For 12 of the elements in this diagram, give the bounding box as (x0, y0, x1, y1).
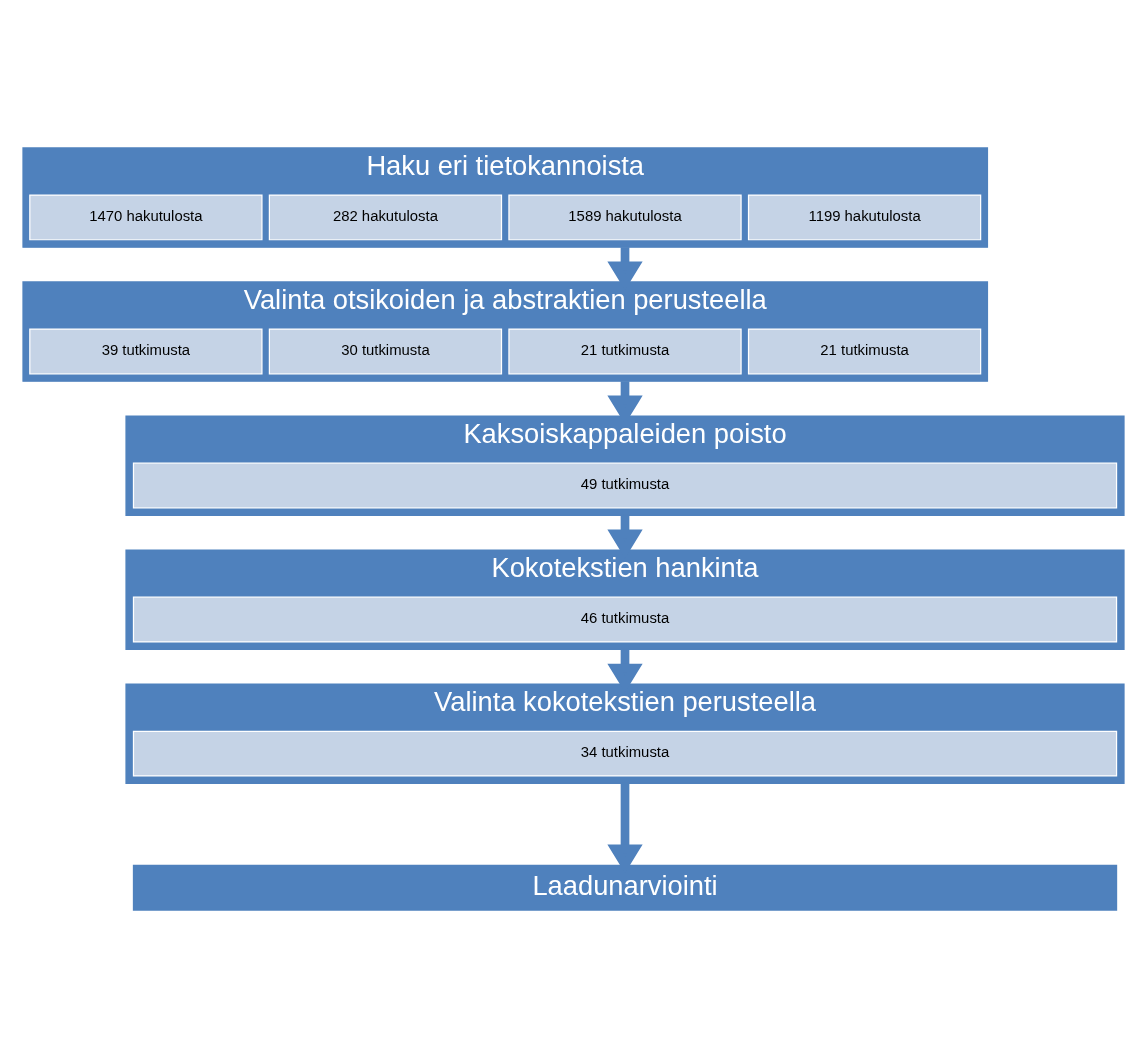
node-box: Laadunarviointi (132, 864, 1118, 911)
node-box: 1470 hakutulosta (29, 194, 263, 241)
node-box: 39 tutkimusta (29, 328, 263, 375)
node-box: 282 hakutulosta (268, 194, 503, 241)
node-box: 34 tutkimusta (132, 730, 1118, 777)
node-box: 46 tutkimusta (132, 596, 1118, 643)
node-box: 21 tutkimusta (508, 328, 742, 375)
node-box: 1199 hakutulosta (747, 194, 982, 241)
node-box: 21 tutkimusta (747, 328, 982, 375)
node-box: 30 tutkimusta (268, 328, 503, 375)
node-box: 1589 hakutulosta (508, 194, 742, 241)
node-box: 49 tutkimusta (132, 462, 1118, 509)
